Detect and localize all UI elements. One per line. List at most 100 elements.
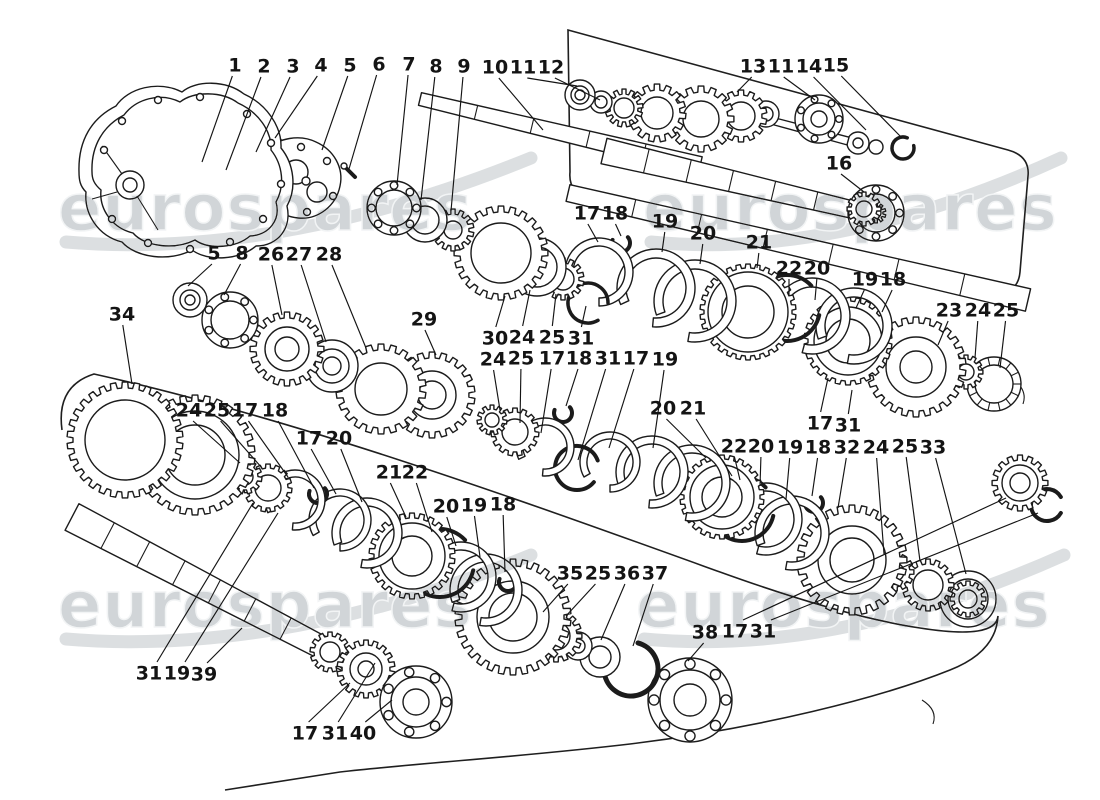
callout-number: 21 [680, 398, 706, 420]
leader-line [310, 448, 337, 495]
ball [441, 696, 452, 708]
ball [403, 666, 415, 678]
plate-holes [296, 142, 306, 152]
leader-line [813, 76, 867, 131]
roller [1005, 398, 1012, 406]
ball [658, 668, 671, 681]
leader-line [321, 75, 349, 151]
part-callout-22: 22 [776, 258, 802, 295]
callout-number: 15 [823, 55, 849, 77]
part-callout-17: 17 [292, 682, 351, 745]
ball [709, 668, 722, 681]
callout-number: 25 [204, 400, 230, 422]
leader-line [577, 368, 607, 461]
part-callout-16: 16 [826, 153, 865, 193]
part-callout-19: 19 [777, 437, 803, 500]
ring-17x2 [579, 431, 641, 493]
part-callout-5: 5 [321, 55, 357, 151]
leader-line [364, 699, 393, 723]
hub-27 [322, 356, 342, 376]
ring-20f [425, 541, 497, 613]
part-callout-7: 7 [396, 54, 416, 186]
spline-line [893, 258, 900, 280]
part-callout-25: 25 [892, 436, 921, 562]
callout-number: 20 [690, 223, 716, 245]
ring-19c [754, 495, 830, 571]
callout-number: 39 [191, 664, 217, 686]
callout-number: 7 [402, 54, 415, 76]
roller [997, 402, 1001, 411]
callout-number: 11 [768, 56, 794, 78]
leader-line [937, 320, 949, 346]
leader-line [666, 418, 707, 459]
callout-number: 19 [777, 437, 803, 459]
pin-6 [340, 162, 357, 179]
leader-line [756, 252, 760, 269]
gear-12a-ring [613, 97, 635, 119]
watermark-text: eurospares [58, 569, 473, 643]
part-callout-22: 22 [721, 436, 747, 481]
plate-holes [322, 156, 332, 166]
gear-30-ring [470, 222, 532, 284]
leader-line [687, 642, 705, 662]
part-callout-13: 13 [736, 56, 766, 93]
callout-number: 20 [804, 258, 830, 280]
leader-line [473, 515, 481, 558]
part-callout-25: 25 [539, 293, 565, 349]
part-callout-20: 20 [690, 223, 716, 265]
part-callout-6: 6 [348, 54, 386, 170]
part-callout-31: 31 [136, 502, 254, 685]
callout-number: 37 [642, 563, 668, 585]
leader-line [255, 76, 291, 153]
gear-13a-ring [682, 100, 720, 138]
leader-line [184, 512, 279, 663]
callout-number: 17 [574, 203, 600, 225]
callout-number: 31 [595, 348, 621, 370]
gear-30 [453, 205, 549, 301]
callout-number: 9 [457, 56, 470, 78]
ball [684, 658, 696, 670]
part-callout-4: 4 [274, 55, 328, 139]
spline-line [685, 159, 692, 183]
callout-number: 25 [508, 348, 534, 370]
gear-12a [604, 88, 644, 128]
callout-number: 26 [258, 244, 284, 266]
gear-34a-ring [84, 399, 166, 481]
ball [871, 232, 881, 241]
ball [240, 297, 250, 307]
callout-number: 21 [746, 232, 772, 254]
leader-line [742, 497, 1007, 621]
roller [1010, 371, 1019, 377]
gear-35 [454, 558, 572, 676]
callout-number: 32 [834, 437, 860, 459]
leader-line [223, 263, 242, 296]
ball [383, 683, 394, 695]
leader-line [348, 74, 378, 170]
housing-bolt-holes [276, 179, 286, 189]
leader-line [699, 243, 704, 265]
rod-collar [846, 131, 870, 155]
leader-line [396, 74, 409, 186]
part-callout-25: 25 [565, 563, 611, 617]
callout-number: 34 [109, 304, 135, 326]
callout-number: 12 [538, 57, 564, 79]
part-callout-24: 24 [863, 437, 889, 555]
callout-number: 20 [433, 496, 459, 518]
ring-20x [653, 444, 731, 522]
part-callout-20: 20 [804, 258, 830, 301]
gear-28-ring [354, 362, 408, 416]
part-callout-19: 19 [652, 349, 678, 449]
leader-line [614, 223, 622, 237]
leader-line [187, 263, 213, 287]
part-callout-40: 40 [350, 699, 393, 745]
ball [796, 106, 806, 115]
leader-line [415, 482, 433, 533]
callout-number: 20 [326, 428, 352, 450]
callout-number: 4 [314, 55, 327, 77]
callout-number: 20 [650, 398, 676, 420]
leader-line [837, 457, 847, 509]
part-callout-29: 29 [411, 309, 437, 356]
layshaft-spline-end-ring [855, 200, 873, 218]
part-callout-28: 28 [316, 244, 367, 349]
